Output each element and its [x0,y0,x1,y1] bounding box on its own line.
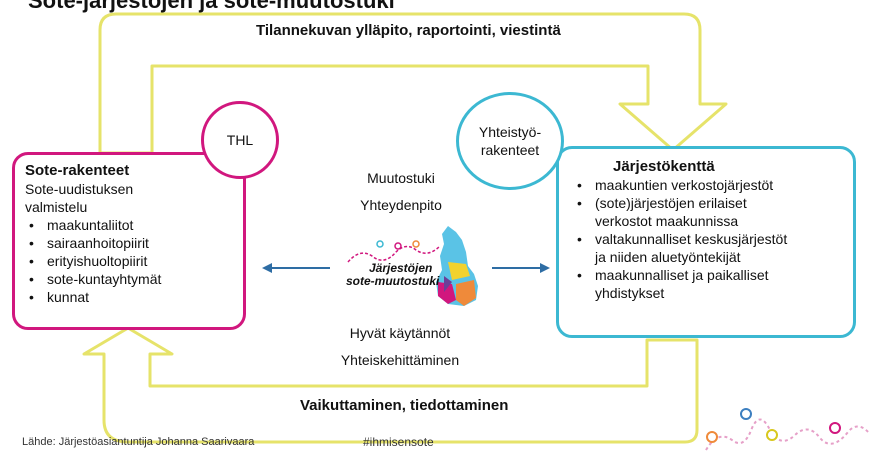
list-item: valtakunnalliset keskusjärjestöt ja niid… [573,230,843,266]
jarjestokentta-box: Järjestökenttä maakuntien verkostojärjes… [556,146,856,338]
bottom-loop-arrow [82,326,699,444]
source-caption: Lähde: Järjestöasiantuntija Johanna Saar… [22,436,255,448]
thl-circle: THL [201,101,279,179]
bottom-loop-label: Vaikuttaminen, tiedottaminen [300,397,509,414]
center-bottom-text: Hyvät käytännöt Yhteiskehittäminen [310,320,490,374]
sote-rakenteet-list: maakuntaliitot sairaanhoitopiirit erityi… [25,216,233,306]
top-loop-label: Tilannekuvan ylläpito, raportointi, vies… [256,22,561,39]
yhteiskehittaminen-label: Yhteiskehittäminen [340,352,460,368]
list-item: (sote)järjestöjen erilaiset verkostot ma… [573,194,843,230]
muutostuki-label: Muutostuki [367,170,435,186]
list-item: erityishuoltopiirit [25,252,233,270]
sote-rakenteet-box: Sote-rakenteet Sote-uudistuksen valmiste… [12,152,246,330]
list-item: kunnat [25,288,233,306]
yhteistyorakenteet-circle: Yhteistyö- rakenteet [456,92,564,190]
list-item: maakuntien verkostojärjestöt [573,176,843,194]
top-loop-arrow [98,12,728,155]
sote-intro-line1: Sote-uudistuksen [25,181,134,197]
finland-map-icon [436,226,478,306]
hyvat-kaytannot-label: Hyvät käytännöt [349,325,451,341]
yhteistyo-line1: Yhteistyö- [478,124,542,140]
list-item: maakunnalliset ja paikalliset yhdistykse… [573,266,843,302]
center-top-text: Muutostuki Yhteydenpito [326,165,476,219]
sote-rakenteet-title: Sote-rakenteet [25,162,130,179]
arrow-left [262,263,330,273]
list-item: sote-kuntayhtymät [25,270,233,288]
decorative-trail-icon [705,408,871,451]
logo-text: Järjestöjen sote-muutostuki [346,261,440,288]
list-item: maakuntaliitot [25,216,233,234]
logo-trail-icon [347,240,441,263]
arrow-right [492,263,550,273]
yhteydenpito-label: Yhteydenpito [360,197,442,213]
jarjestokentta-title: Järjestökenttä [613,158,715,175]
sote-intro-line2: valmistelu [25,199,88,215]
thl-label: THL [226,132,254,148]
hashtag: #ihmisensote [363,435,434,449]
yhteistyo-line2: rakenteet [480,142,540,158]
list-item: sairaanhoitopiirit [25,234,233,252]
jarjestokentta-list: maakuntien verkostojärjestöt (sote)järje… [573,176,843,302]
page-title: Sote-järjestöjen ja sote-muutostuki [28,0,395,13]
